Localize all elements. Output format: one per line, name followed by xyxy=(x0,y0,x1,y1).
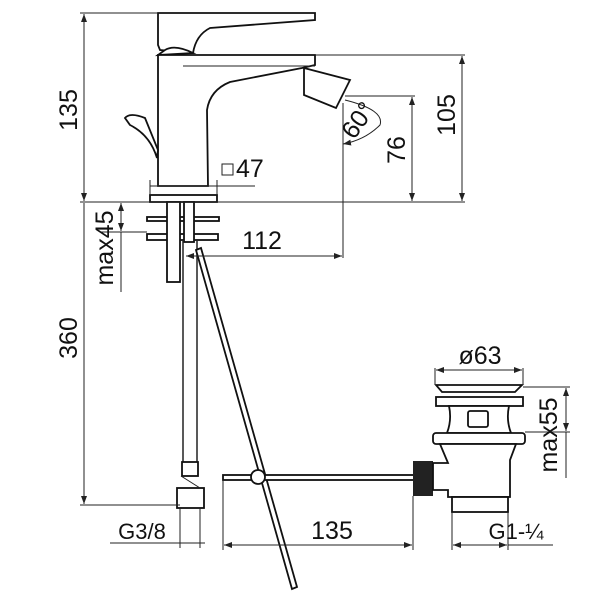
dim-hose-connection: G3/8 xyxy=(118,519,166,544)
dim-spout-height: 105 xyxy=(433,94,461,136)
mounting-parts xyxy=(146,194,220,283)
nozzle xyxy=(303,66,352,110)
flexible-hose xyxy=(176,240,205,509)
dim-drain-diameter: ø63 xyxy=(458,342,501,370)
popup-drain xyxy=(432,384,526,513)
popup-lever xyxy=(123,114,159,159)
popup-rod xyxy=(194,246,433,591)
faucet-body xyxy=(123,12,352,187)
dim-hose-length: 360 xyxy=(55,317,83,359)
square-symbol-icon xyxy=(221,163,234,176)
dim-total-height: 135 xyxy=(55,89,83,131)
dim-drain-thread: G1-¼ xyxy=(488,519,544,544)
dim-nozzle-height: 76 xyxy=(383,136,411,164)
dim-drain-max: max55 xyxy=(535,397,563,472)
dim-spout-reach: 112 xyxy=(242,227,282,255)
dim-base-square: 47 xyxy=(236,155,264,183)
rod-clamp xyxy=(250,469,266,485)
dim-max-deck: max45 xyxy=(91,210,119,285)
dim-rod-length: 135 xyxy=(311,517,353,545)
drain-nut xyxy=(413,461,433,496)
dimension-lines xyxy=(80,12,570,550)
